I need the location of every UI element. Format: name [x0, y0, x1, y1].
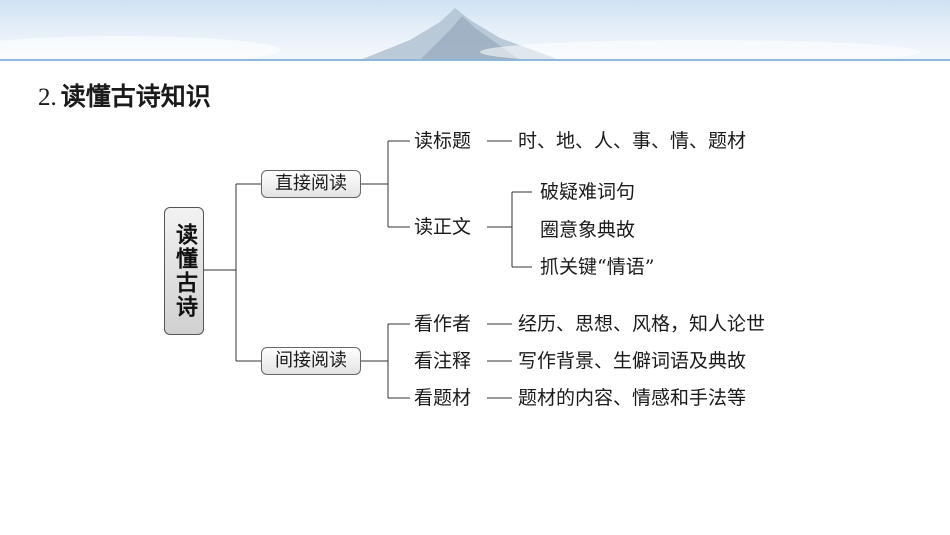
heading-number: 2.: [38, 84, 57, 111]
banner-divider: [0, 59, 950, 61]
node-read-text-sub-1: 破疑难词句: [540, 181, 636, 203]
node-direct-reading: 直接阅读: [261, 170, 361, 198]
root-node: 读懂古诗: [164, 207, 204, 335]
root-label: 读懂古诗: [172, 223, 197, 319]
heading-title: 读懂古诗知识: [60, 82, 211, 111]
mountain-illustration: [0, 8, 920, 60]
node-view-author: 看作者: [414, 313, 472, 335]
node-view-subject-detail: 题材的内容、情感和手法等: [518, 387, 747, 409]
node-view-notes-detail: 写作背景、生僻词语及典故: [518, 350, 747, 372]
node-read-text: 读正文: [414, 216, 472, 238]
node-read-title-detail: 时、地、人、事、情、题材: [518, 130, 747, 152]
node-read-text-sub-3: 抓关键“情语”: [540, 256, 655, 278]
node-read-title: 读标题: [414, 130, 472, 152]
node-view-subject: 看题材: [414, 387, 472, 409]
section-heading: 2. 读懂古诗知识: [38, 80, 211, 115]
node-view-notes: 看注释: [414, 350, 472, 372]
node-indirect-reading: 间接阅读: [261, 347, 361, 375]
top-banner: [0, 0, 950, 60]
node-view-author-detail: 经历、思想、风格，知人论世: [518, 313, 766, 335]
node-read-text-sub-2: 圈意象典故: [540, 219, 636, 241]
